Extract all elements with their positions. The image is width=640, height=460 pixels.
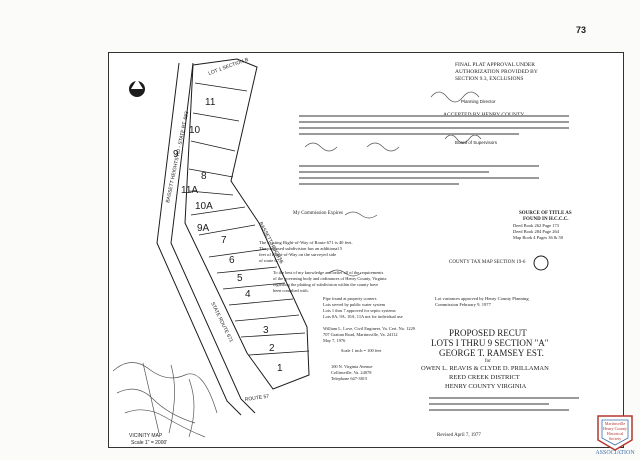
- certify-line: regarding the platting of subdivision wi…: [273, 282, 379, 287]
- surveyor-line: 707 Grattan Road, Martinsville, Va. 2411…: [323, 332, 398, 337]
- notary-statement: [299, 165, 539, 189]
- lot-number: 9A: [197, 223, 210, 234]
- legend-item: Pipe found at property corners: [323, 296, 377, 301]
- address-line: Telephone 647-3815: [331, 376, 368, 381]
- vicinity-map: [112, 362, 218, 438]
- commission-note-line: Lot variances approved by Henry County P…: [435, 296, 529, 301]
- lot-number: 3: [263, 325, 269, 336]
- lot-number: 4: [245, 289, 251, 300]
- north-arrow-icon: [129, 79, 145, 97]
- approval-line: FINAL PLAT APPROVAL UNDER: [455, 62, 535, 68]
- lot-number: 2: [269, 343, 275, 354]
- lot-number: 11: [205, 97, 216, 108]
- plat-drawing: 11 10 9 8 11A 10A 9A 7 6 5 4 3 2 1 LOT 1…: [112, 57, 549, 446]
- deed-book: Map Book 4 Pages 36 & 50: [513, 235, 563, 240]
- vicinity-map-scale: Scale 1" = 2000': [131, 440, 167, 446]
- title-line: PROPOSED RECUT: [449, 328, 527, 338]
- row-note-line: The existing Right-of-Way of Route 671 i…: [259, 240, 353, 245]
- notary-signature: [344, 211, 378, 219]
- source-title: SOURCE OF TITLE AS: [519, 211, 572, 216]
- title-line: LOTS I THRU 9 SECTION "A": [431, 338, 549, 348]
- row-note-line: feet of Right-of-Way on the surveyed sid…: [259, 252, 337, 257]
- lot-number: 7: [221, 235, 227, 246]
- row-note-line: The proposed subdivision has an addition…: [259, 246, 343, 251]
- surveyor-line: May 7, 1976: [323, 338, 346, 343]
- lot-number: 9: [173, 149, 179, 160]
- legend-item: Lots 8A, 9A, 10A, 11A not for individual…: [323, 314, 403, 319]
- certify-line: been complied with.: [273, 288, 309, 293]
- title-for: for: [485, 359, 491, 364]
- title-line: GEORGE T. RAMSEY EST.: [439, 348, 544, 358]
- lot-number: 10: [189, 125, 201, 136]
- supervisor-signature: [444, 134, 482, 144]
- revised-date: Revised April 7, 1977: [437, 433, 481, 438]
- lot-number: 1: [277, 363, 283, 374]
- address-line: Collinsville, Va. 24078: [331, 370, 372, 375]
- logo-text: Society: [609, 436, 622, 441]
- historical-society-logo: Martinsville Henry County Historical Soc…: [592, 412, 638, 456]
- planning-signature: [430, 91, 480, 103]
- legend-item: Lots served by public water system: [323, 302, 386, 307]
- source-found: FOUND IN H.C.C.C.: [523, 217, 569, 222]
- deed-book: Deed Book 284 Page 264: [513, 229, 559, 234]
- lot-number: 5: [237, 273, 243, 284]
- deed-book: Deed Book 262 Page 173: [513, 223, 559, 228]
- title-owners: OWEN L. REAVIS & CLYDE D. PRILLAMAN: [421, 365, 549, 372]
- certify-line: of the governing body and ordinances of …: [273, 276, 387, 281]
- tax-map-marker: [533, 255, 549, 271]
- logo-text: Henry County: [603, 426, 628, 431]
- lot-number: 8: [201, 171, 207, 182]
- notary-commission: My Commission Expires: [293, 211, 344, 216]
- approval-line: SECTION 9.3, EXCLUSIONS: [455, 76, 524, 82]
- title-district: REED CREEK DISTRICT: [449, 374, 520, 381]
- surveyor-line: William L. Love, Civil Engineer, Va. Cer…: [323, 326, 415, 331]
- engineer-signature: [328, 269, 362, 277]
- logo-text: Historical: [607, 431, 624, 436]
- logo-text: Martinsville: [605, 421, 626, 426]
- page-number: 73: [576, 25, 587, 35]
- owner-signature: [366, 142, 400, 152]
- county-tax-map: COUNTY TAX MAP SECTION 19-6: [449, 260, 526, 265]
- accepted-caption: Board of Supervisors: [455, 140, 498, 145]
- owner-signature: [304, 142, 338, 152]
- plat-sheet: 11 10 9 8 11A 10A 9A 7 6 5 4 3 2 1 LOT 1…: [108, 52, 624, 448]
- title-county: HENRY COUNTY VIRGINIA: [445, 383, 527, 390]
- surveyor-scale: Scale 1 inch = 100 feet: [341, 348, 382, 353]
- logo-icon: Martinsville Henry County Historical Soc…: [595, 415, 635, 456]
- lot-number: 6: [229, 255, 235, 266]
- lot-number: 11A: [181, 185, 198, 196]
- vicinity-map-label: VICINITY MAP: [129, 433, 163, 439]
- owner-statement: [299, 115, 569, 139]
- signature-caption: Planning Director: [461, 99, 496, 104]
- row-note-line: of route 671.: [259, 258, 283, 263]
- logo-text: ASSOCIATION: [595, 450, 635, 456]
- lot-number: 10A: [195, 201, 213, 212]
- commission-note-line: Commission February 9, 1977: [435, 302, 491, 307]
- certify-line: To the best of my knowledge and belief a…: [273, 270, 384, 275]
- address-line: 100 N. Virginia Avenue: [331, 364, 373, 369]
- signature-lines: [429, 397, 589, 415]
- legend-item: Lots 1 thru 7 approved for septic system…: [323, 308, 396, 313]
- road-label: ROUTE 57: [244, 394, 269, 403]
- approval-line: AUTHORIZATION PROVIDED BY: [455, 69, 538, 75]
